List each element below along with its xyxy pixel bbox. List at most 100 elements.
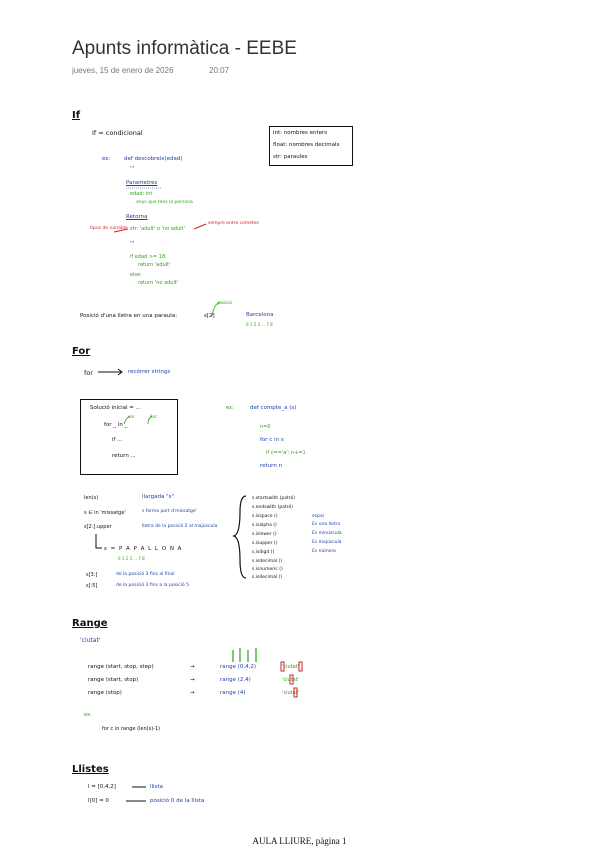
posicio-label: Posició d'una lletra en una paraula: (80, 313, 178, 319)
llistes-l0-desc: posició 0 de la llista (150, 798, 205, 804)
s-slice-1: s[3:] (86, 572, 98, 578)
page-title: Apunts informàtica - EEBE (72, 38, 297, 59)
section-heading-range: Range (72, 618, 108, 629)
if-def-quotes: ''' (130, 166, 135, 172)
for-return-n: return n (260, 463, 283, 469)
s-index: s[2] (204, 313, 215, 319)
for-template-box (80, 399, 178, 475)
page-date: jueves, 15 de enero de 2026 (72, 66, 174, 75)
barcelona-indexes: 0 1 2 3 ... 7 8 (246, 322, 273, 327)
page-footer: AULA LLIURE, pàgina 1 (252, 836, 347, 846)
method-item: s.isspace () (252, 514, 278, 519)
range-ex-label: ex: (84, 712, 92, 718)
types-box (269, 126, 353, 166)
range-row-left: range (start, stop) (88, 677, 139, 683)
range-row-result: 'ciutat' (282, 664, 300, 670)
if-parametres: Parametres (126, 180, 158, 186)
for-sol-inicial: Solució inicial = ... (90, 405, 141, 411)
if-edad-cond: if edad >= 18: (130, 254, 167, 260)
section-heading-llistes: Llistes (72, 764, 109, 775)
method-item: s.islower () (252, 532, 277, 537)
pos-note: posició (218, 300, 232, 305)
if-cometes-note: sempre entre cometes (208, 221, 259, 226)
red-bracket (298, 661, 303, 672)
s-papallona: s = P A P A L L O N A (104, 546, 183, 552)
method-note: Es minúscula (312, 531, 342, 536)
method-note: Es número (312, 549, 336, 554)
if-return-noadult: return 'no adult' (138, 280, 179, 286)
if-ex-label: ex: (102, 156, 111, 162)
if-else: else: (130, 272, 142, 278)
for-if-c: if c=='a': n+=1 (266, 450, 306, 456)
s-upper-desc: lletra de la posició 2 al majúscula (142, 524, 218, 529)
method-item: s.isdecimal () (252, 575, 283, 580)
range-green-marks (232, 648, 257, 662)
arrow-head (117, 368, 123, 376)
range-row-left: range (stop) (88, 690, 122, 696)
range-row-arrow: → (190, 664, 195, 670)
red-bracket (280, 661, 285, 672)
section-heading-for: For (72, 346, 91, 357)
green-arrow (123, 415, 131, 425)
s-in-desc: s forma part d'missatge' (142, 509, 197, 514)
for-line: for (84, 369, 93, 377)
range-row-right: range (4) (220, 690, 246, 696)
for-n0: n=0 (260, 424, 271, 430)
if-definition: If = condicional (92, 129, 143, 137)
for-if-dots: if ... (112, 437, 123, 443)
red-arrow (113, 228, 129, 233)
method-item: s.startswith (patró) (252, 496, 295, 501)
if-tipus-note: tipus de variable (90, 226, 128, 231)
s-upper: s[2:].upper (84, 524, 112, 530)
if-retorna: Retorna (126, 214, 148, 220)
s-slice-2: s[:5] (86, 583, 98, 589)
llistes-l0-line: l[0] = 0 (88, 798, 109, 804)
method-item: s.isdigit () (252, 550, 275, 555)
if-edad-int: edad: int (130, 191, 153, 197)
s-slice-1-desc: de la posició 3 fins al final (116, 572, 175, 577)
type-int: int: nombres enters (273, 130, 328, 136)
green-arrow (211, 301, 221, 317)
for-in-line: for _ in _ (104, 422, 128, 428)
red-arrow (193, 223, 207, 230)
method-item: s.isnumeric () (252, 567, 283, 572)
methods-brace (232, 495, 247, 579)
len-s: len(s) (84, 495, 99, 501)
method-item: s.isupper () (252, 541, 278, 546)
llistes-l-line: l = [0,4,2] (88, 784, 116, 790)
method-note: Es una lletra (312, 522, 341, 527)
range-row-right: range (0,4,2) (220, 664, 257, 670)
s-in: s ∈ in 'missatge' (84, 510, 126, 516)
method-note: Es majúscula (312, 540, 342, 545)
for-for-c: for c in s (260, 437, 284, 443)
range-row-right: range (2,4) (220, 677, 251, 683)
range-row-left: range (start, stop, step) (88, 664, 154, 670)
range-row-arrow: → (190, 677, 195, 683)
method-note: espai (312, 514, 324, 519)
llistes-l-desc: llista (150, 784, 163, 790)
if-str-line: str: 'adult' o 'no adult' (130, 226, 185, 232)
s-papallona-idx: 0 1 2 3 ... 7 8 (118, 556, 145, 561)
type-str: str: paraules (273, 154, 308, 160)
range-row-result: 'ciutat' (282, 690, 300, 696)
green-arrow (147, 415, 153, 425)
method-item: s.isdecimal () (252, 559, 283, 564)
barcelona-word: Barcelona (246, 312, 274, 318)
page-time: 20:07 (209, 66, 230, 75)
for-lloc-note: lloc (150, 414, 157, 419)
range-row-result: 'ciutat' (282, 677, 300, 683)
type-float: float: nombres decimals (273, 142, 340, 148)
for-desc: recórrer strings (128, 369, 171, 375)
section-heading-if: If (72, 110, 81, 121)
for-var-note: var (128, 414, 135, 419)
for-def-compte: def compte_a (s) (250, 405, 297, 411)
range-row-arrow: → (190, 690, 195, 696)
len-desc: llargada "s" (142, 494, 174, 500)
for-return-dots: return ... (112, 453, 136, 459)
s-slice-2-desc: de la posició 3 fins a la posició 5 (116, 583, 189, 588)
method-item: s.endswith (patró) (252, 505, 293, 510)
if-return-adult: return 'adult' (138, 262, 171, 268)
red-bracket (293, 687, 298, 698)
if-def-line: def descobreix(edad) (124, 156, 183, 162)
